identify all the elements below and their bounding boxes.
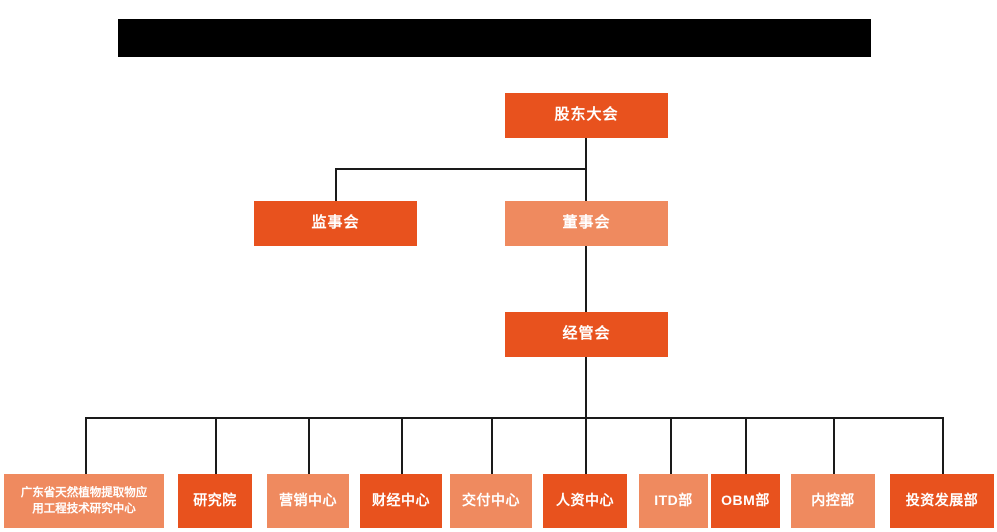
connector-management-stem [585, 355, 587, 419]
node-label-finance-center: 财经中心 [372, 492, 430, 509]
connector-shareholders-stem [585, 138, 587, 169]
node-guangdong-research-center[interactable]: 广东省天然植物提取物应 用工程技术研究中心 [4, 474, 164, 528]
node-label-hr-center: 人资中心 [556, 492, 614, 509]
node-label-guangdong-research-center: 广东省天然植物提取物应 用工程技术研究中心 [20, 486, 148, 515]
connector-drop-marketing-center [308, 417, 310, 474]
node-delivery-center[interactable]: 交付中心 [450, 474, 532, 528]
node-label-investment-development-department: 投资发展部 [905, 492, 979, 509]
node-label-itd-department: ITD部 [654, 492, 693, 509]
node-itd-department[interactable]: ITD部 [639, 474, 708, 528]
node-finance-center[interactable]: 财经中心 [360, 474, 442, 528]
connector-level4-bus [85, 417, 943, 419]
node-label-shareholders-meeting: 股东大会 [554, 106, 619, 124]
connector-drop-hr-center [585, 417, 587, 474]
connector-level2-bus [335, 168, 587, 170]
connector-drop-board-of-directors [585, 168, 587, 201]
node-label-internal-control-department: 内控部 [811, 492, 855, 509]
node-hr-center[interactable]: 人资中心 [543, 474, 627, 528]
node-management-committee[interactable]: 经管会 [505, 312, 668, 357]
connector-drop-obm-department [745, 417, 747, 474]
redacted-title-banner [118, 19, 871, 57]
node-label-board-of-supervisors: 监事会 [311, 214, 360, 232]
node-board-of-directors[interactable]: 董事会 [505, 201, 668, 246]
node-label-research-institute: 研究院 [193, 492, 237, 509]
node-label-delivery-center: 交付中心 [462, 492, 520, 509]
node-board-of-supervisors[interactable]: 监事会 [254, 201, 417, 246]
connector-drop-guangdong-research-center [85, 417, 87, 474]
node-research-institute[interactable]: 研究院 [178, 474, 252, 528]
connector-drop-board-of-supervisors [335, 168, 337, 201]
connector-drop-internal-control-department [833, 417, 835, 474]
connector-drop-finance-center [401, 417, 403, 474]
node-label-obm-department: OBM部 [721, 492, 770, 509]
connector-drop-itd-department [670, 417, 672, 474]
connector-directors-to-management [585, 241, 587, 313]
node-marketing-center[interactable]: 营销中心 [267, 474, 349, 528]
node-label-management-committee: 经管会 [562, 325, 611, 343]
connector-drop-research-institute [215, 417, 217, 474]
node-investment-development-department[interactable]: 投资发展部 [890, 474, 994, 528]
connector-drop-investment-development-department [942, 417, 944, 474]
node-shareholders-meeting[interactable]: 股东大会 [505, 93, 668, 138]
node-label-board-of-directors: 董事会 [562, 214, 611, 232]
connector-drop-delivery-center [491, 417, 493, 474]
node-label-marketing-center: 营销中心 [279, 492, 337, 509]
node-obm-department[interactable]: OBM部 [711, 474, 780, 528]
node-internal-control-department[interactable]: 内控部 [791, 474, 875, 528]
